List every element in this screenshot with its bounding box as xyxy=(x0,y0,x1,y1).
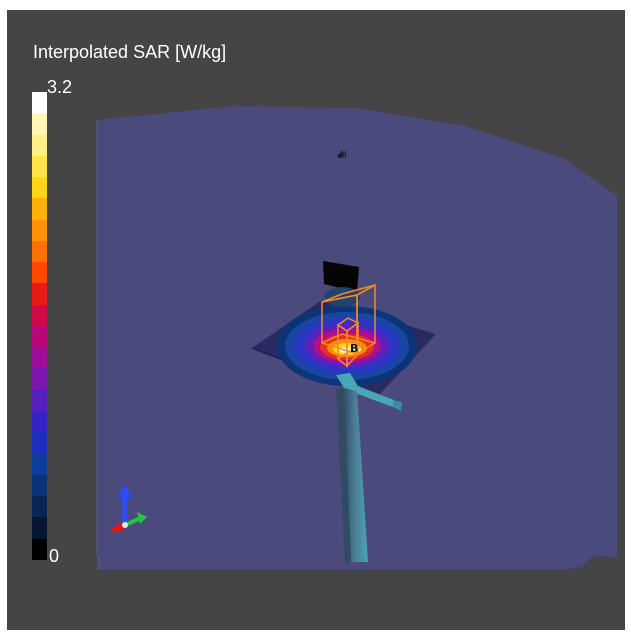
colorbar-segment xyxy=(32,219,47,241)
colorbar-segment xyxy=(32,432,47,454)
h-marker-icon xyxy=(337,151,345,158)
colorbar-segment xyxy=(32,177,47,199)
colorbar-segment xyxy=(32,240,47,263)
b-label: B xyxy=(350,342,359,355)
colorbar-segment xyxy=(32,389,47,411)
legend-max-label: 3.2 xyxy=(47,77,73,97)
support-pole xyxy=(336,373,402,562)
antenna-frame xyxy=(321,283,376,368)
sar-viewport[interactable]: Interpolated SAR [W/kg] 3.2 0 H B xyxy=(7,10,625,630)
colorbar-segment xyxy=(32,474,47,497)
colorbar-segment xyxy=(32,198,47,220)
colorbar-segment xyxy=(32,134,47,156)
sar-scene[interactable] xyxy=(7,10,625,630)
volume-bottom-edge xyxy=(97,555,618,571)
h-label: H xyxy=(340,150,347,160)
colorbar-segment xyxy=(32,92,47,114)
colorbar-segment xyxy=(32,517,47,539)
sar-colorbar xyxy=(32,92,47,560)
legend-min-label: 0 xyxy=(49,546,60,566)
colorbar-segment xyxy=(32,325,47,348)
colorbar-segment xyxy=(32,262,47,284)
colorbar-segment xyxy=(32,283,47,305)
colorbar-segment xyxy=(32,538,47,560)
colorbar-segment xyxy=(32,368,47,390)
colorbar-segment xyxy=(32,113,47,135)
colorbar-segment xyxy=(32,453,47,475)
colorbar-segment xyxy=(32,304,47,326)
colorbar-segment xyxy=(32,347,47,369)
xyz-axis-icon xyxy=(110,484,147,533)
legend-title: Interpolated SAR [W/kg] xyxy=(33,42,227,62)
colorbar-segment xyxy=(32,410,47,433)
colorbar-segment xyxy=(32,496,47,518)
colorbar-segment xyxy=(32,155,47,178)
volume-left-edge xyxy=(96,120,102,571)
